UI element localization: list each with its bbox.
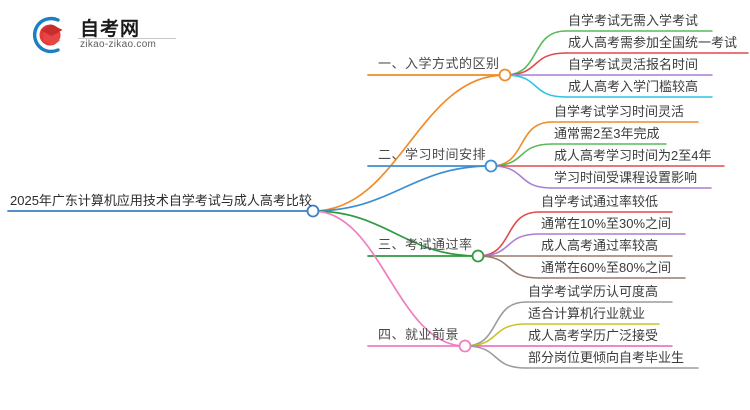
branch-connector-2: [312, 165, 492, 212]
branch-node-circle-1[interactable]: [498, 68, 512, 82]
leaf-node-label-1-2[interactable]: 成人高考需参加全国统一考试: [568, 35, 738, 50]
branch-connector-4: [312, 210, 466, 347]
root-node-circle[interactable]: [306, 204, 320, 218]
leaf-node-label-1-3[interactable]: 自学考试灵活报名时间: [568, 57, 699, 72]
branch-connector-1: [312, 74, 506, 212]
leaf-node-label-1-1[interactable]: 自学考试无需入学考试: [568, 13, 699, 28]
branch-connector-3: [312, 210, 479, 257]
logo-name-zh: 自考网: [80, 19, 141, 40]
leaf-connector-4-4: [464, 345, 527, 369]
root-node-label[interactable]: 2025年广东计算机应用技术自学考试与成人高考比较: [10, 193, 312, 208]
leaf-node-label-3-4[interactable]: 通常在60%至80%之间: [541, 260, 672, 275]
branch-node-circle-2[interactable]: [484, 159, 498, 173]
graduation-cap-icon: [32, 16, 63, 54]
leaf-connector-2-4: [490, 165, 553, 189]
leaf-node-label-2-1[interactable]: 自学考试学习时间灵活: [554, 104, 685, 119]
leaf-connector-3-2: [477, 233, 540, 257]
leaf-connector-4-2: [464, 323, 527, 347]
leaf-node-label-4-3[interactable]: 成人高考学历广泛接受: [528, 328, 659, 343]
branch-node-circle-4[interactable]: [458, 339, 472, 353]
logo-domain: zikao-zikao.com: [80, 39, 157, 50]
branch-node-label-3[interactable]: 三、考试通过率: [378, 237, 473, 252]
leaf-node-label-3-3[interactable]: 成人高考通过率较高: [541, 238, 659, 253]
branch-node-label-4[interactable]: 四、就业前景: [378, 327, 460, 342]
site-logo: 自考网 zikao-zikao.com: [28, 12, 178, 58]
leaf-node-label-4-4[interactable]: 部分岗位更倾向自考毕业生: [528, 350, 685, 365]
leaf-node-label-2-2[interactable]: 通常需2至3年完成: [554, 126, 660, 141]
leaf-connector-3-4: [477, 255, 540, 279]
logo-divider: [78, 38, 176, 39]
branch-node-label-1[interactable]: 一、入学方式的区别: [378, 56, 500, 71]
branch-node-label-2[interactable]: 二、学习时间安排: [378, 147, 487, 162]
leaf-node-label-2-3[interactable]: 成人高考学习时间为2至4年: [554, 148, 712, 163]
leaf-node-label-4-1[interactable]: 自学考试学历认可度高: [528, 284, 659, 299]
leaf-node-label-4-2[interactable]: 适合计算机行业就业: [528, 306, 646, 321]
leaf-connector-2-2: [490, 143, 553, 167]
leaf-node-label-2-4[interactable]: 学习时间受课程设置影响: [554, 170, 698, 185]
leaf-connector-1-2: [504, 52, 567, 76]
branch-node-circle-3[interactable]: [471, 249, 485, 263]
leaf-node-label-1-4[interactable]: 成人高考入学门槛较高: [568, 79, 699, 94]
leaf-node-label-3-2[interactable]: 通常在10%至30%之间: [541, 216, 672, 231]
leaf-connector-1-4: [504, 74, 567, 98]
leaf-node-label-3-1[interactable]: 自学考试通过率较低: [541, 194, 659, 209]
